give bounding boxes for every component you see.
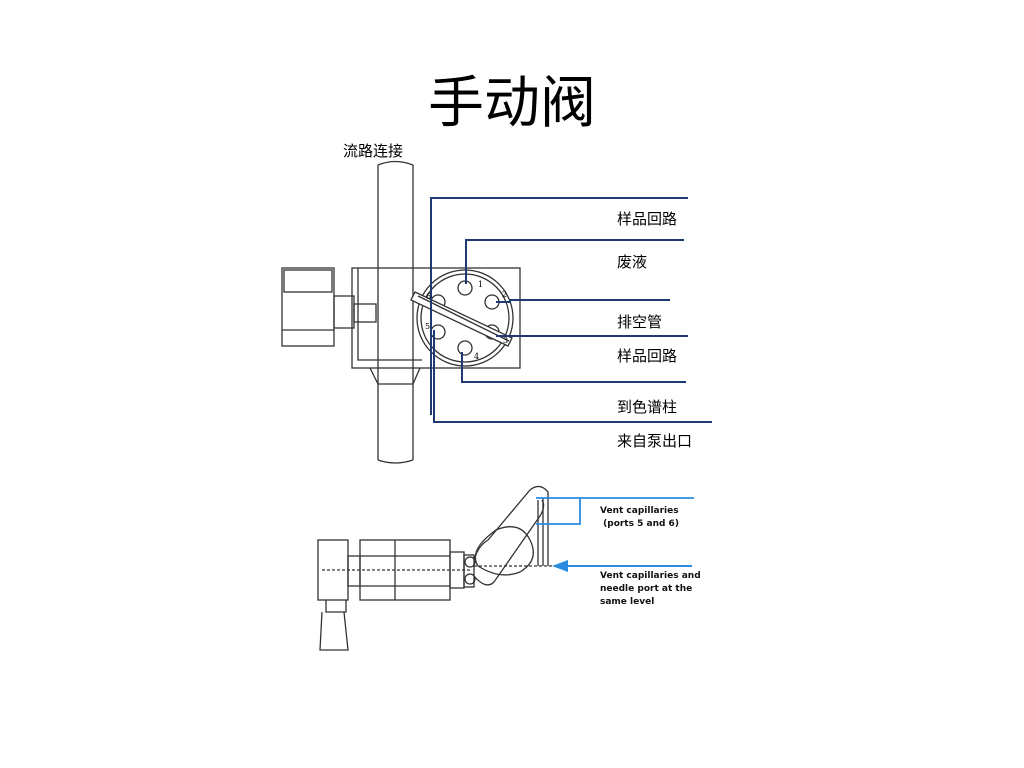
label-vent-tube: 排空管 <box>617 313 663 331</box>
port-number-3: 3 <box>503 336 509 345</box>
level-arrow <box>552 560 692 572</box>
flow-connection-heading: 流路连接 <box>343 142 404 160</box>
port-number-6: 6 <box>426 292 432 301</box>
flow-lines <box>430 197 712 423</box>
valve-front-drawing <box>281 160 521 464</box>
port-number-2: 2 <box>502 290 508 299</box>
label-waste: 废液 <box>617 253 648 271</box>
page-title: 手动阀 <box>428 71 596 136</box>
port-number-4: 4 <box>474 352 480 361</box>
vent-bracket <box>536 497 694 525</box>
port-number-1: 1 <box>478 280 484 289</box>
note-same-level: Vent capillaries and needle port at the … <box>600 571 701 607</box>
label-to-column: 到色谱柱 <box>617 398 678 416</box>
note-vent-capillaries: Vent capillaries (ports 5 and 6) <box>600 506 679 529</box>
valve-side-drawing <box>317 485 580 651</box>
label-sample-loop-2: 样品回路 <box>617 347 678 365</box>
port-number-5: 5 <box>425 322 431 331</box>
label-sample-loop-1: 样品回路 <box>617 210 678 228</box>
label-from-pump: 来自泵出口 <box>617 432 693 450</box>
